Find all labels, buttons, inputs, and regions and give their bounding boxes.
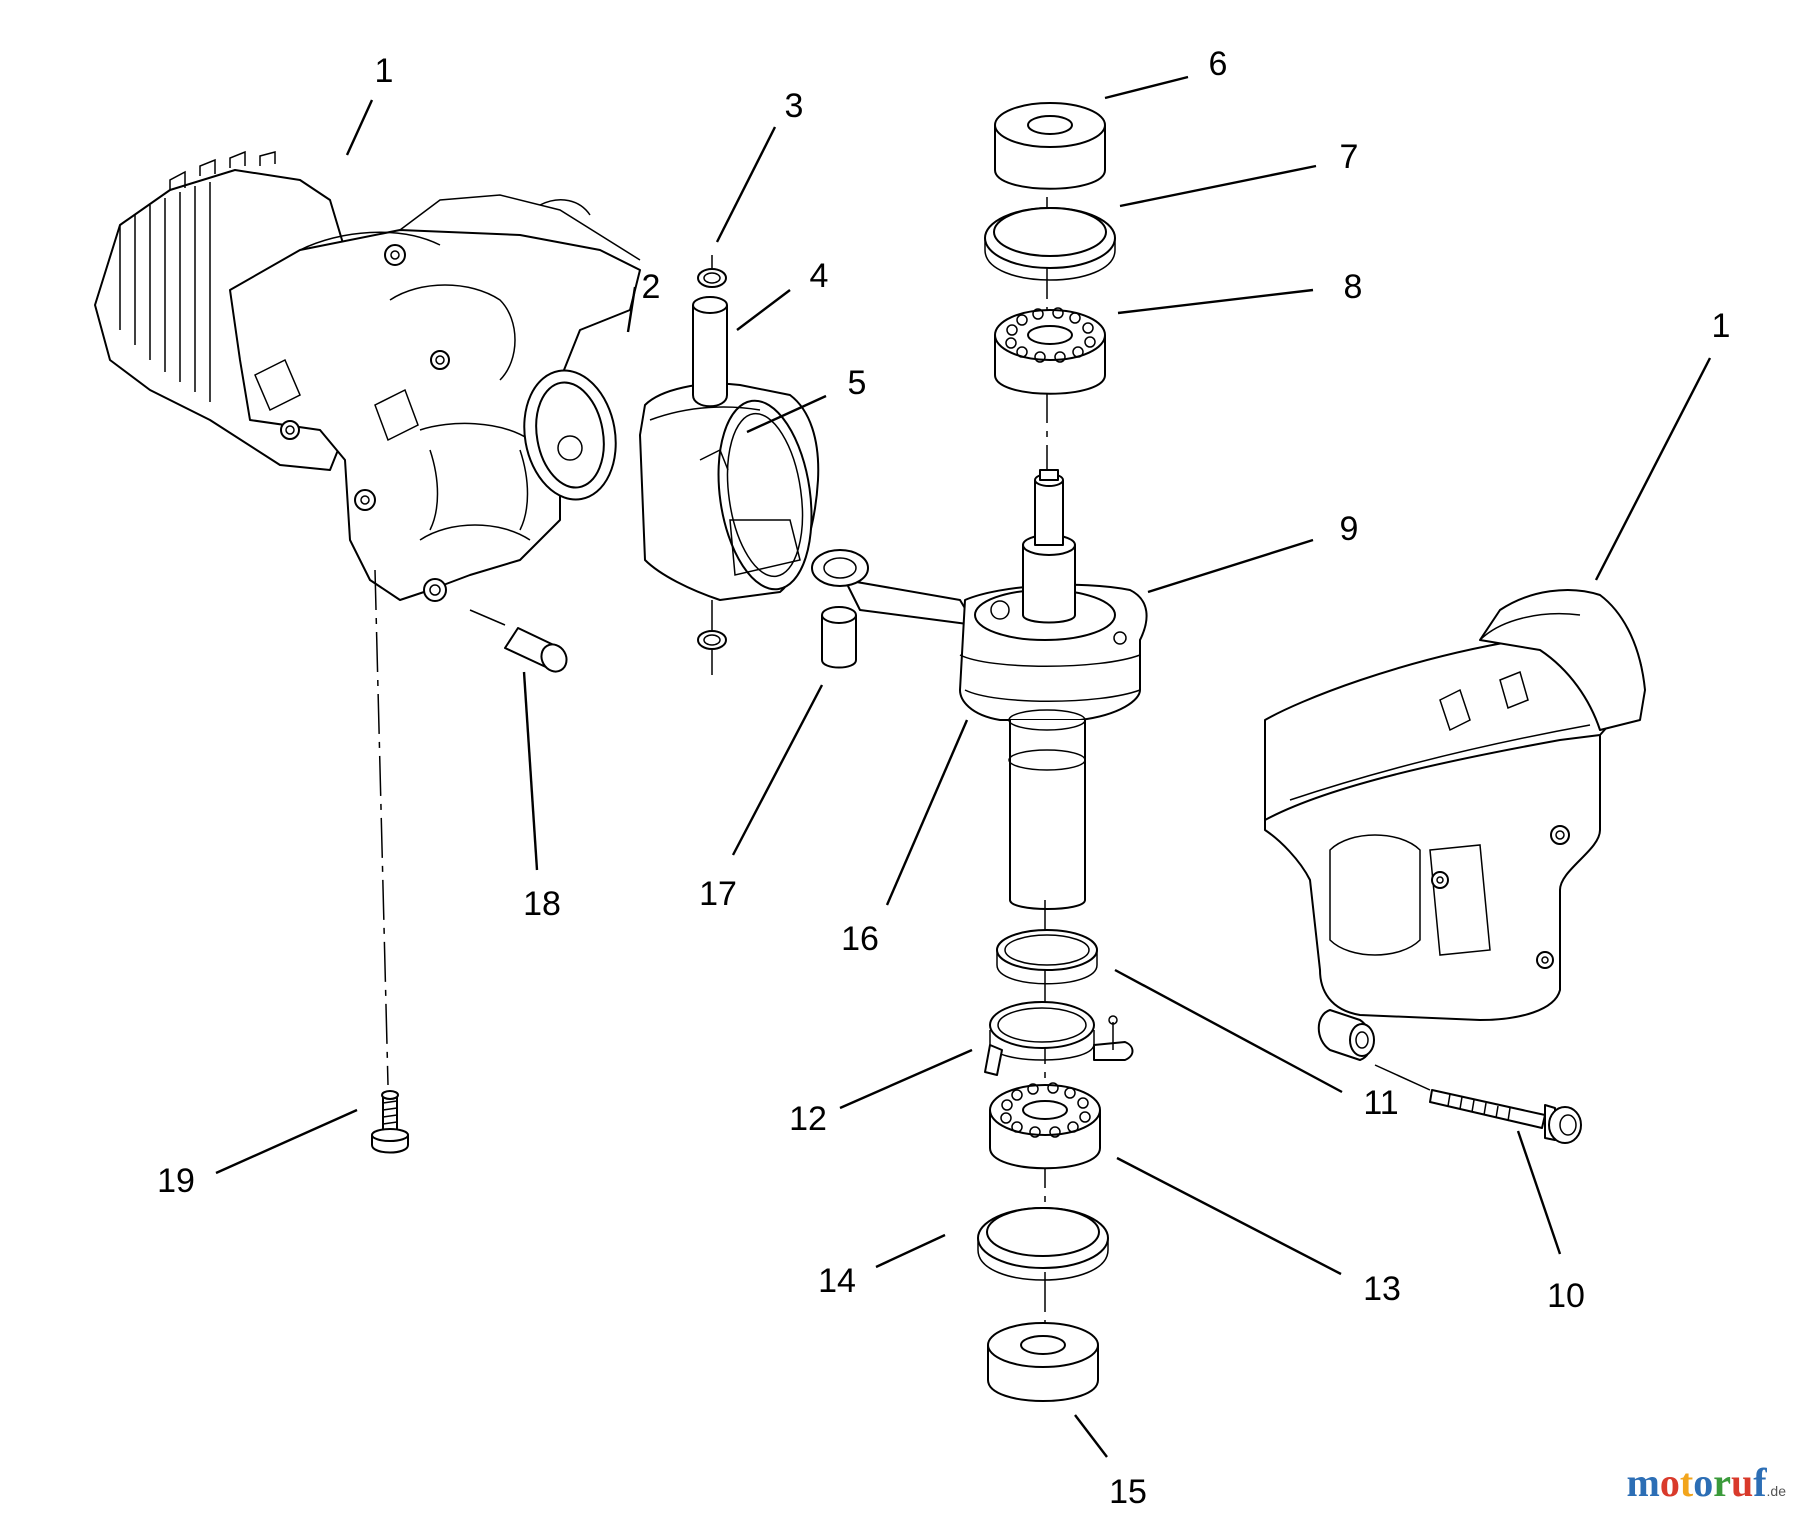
screw-left [371,569,409,1154]
watermark-letter: r [1713,1460,1731,1505]
piston [639,382,820,601]
retaining-ring-lower [996,929,1098,985]
callout-1-left: 1 [375,52,394,90]
ball-bearing-top [994,307,1106,395]
callout-2: 2 [642,268,661,306]
retaining-ring-top [984,207,1116,281]
callout-12: 12 [789,1100,827,1138]
callout-19: 19 [157,1162,195,1200]
watermark-letter: o [1693,1460,1714,1505]
callout-13: 13 [1363,1270,1401,1308]
watermark-suffix: .de [1766,1483,1786,1499]
callout-6: 6 [1209,45,1228,83]
oil-seal-bottom [987,1322,1099,1402]
watermark-letter: u [1730,1460,1754,1505]
callout-1-right: 1 [1712,307,1731,345]
ball-bearing-lower [989,1082,1101,1170]
clamp-ring-with-tab [984,1001,1134,1076]
circlip-top [697,255,727,288]
leader-lines [215,75,1712,1458]
callout-10: 10 [1547,1277,1585,1315]
callout-18: 18 [523,885,561,923]
callout-3: 3 [785,87,804,125]
crankcase-half-right [1264,589,1646,1061]
callout-labels: 1 2 3 4 5 6 7 8 9 10 11 12 13 14 15 16 1… [157,45,1730,1511]
cylinder-crankcase-left [94,150,641,602]
callout-17: 17 [699,875,737,913]
callout-8: 8 [1344,268,1363,306]
watermark-logo: motoruf.de [1627,1459,1786,1506]
dowel-bushing [469,609,568,673]
callout-16: 16 [841,920,879,958]
watermark-letter: t [1679,1460,1694,1505]
callout-5: 5 [848,364,867,402]
callout-7: 7 [1340,138,1359,176]
crankshaft-assembly [811,469,1148,910]
piston-pin [692,296,728,408]
callout-15: 15 [1109,1473,1147,1511]
needle-bearing-sleeve [821,606,857,669]
callout-9: 9 [1340,510,1359,548]
watermark-letter: m [1626,1460,1660,1505]
screw-right [1374,1064,1582,1144]
callout-11: 11 [1363,1084,1398,1122]
watermark-letter: o [1659,1460,1680,1505]
oil-seal-top [994,102,1106,190]
retaining-ring-bottom [977,1207,1109,1281]
piston-ring [523,369,617,501]
callout-4: 4 [810,257,829,295]
watermark-letter: f [1753,1460,1767,1505]
callout-14: 14 [818,1262,856,1300]
circlip-bottom [697,600,727,675]
